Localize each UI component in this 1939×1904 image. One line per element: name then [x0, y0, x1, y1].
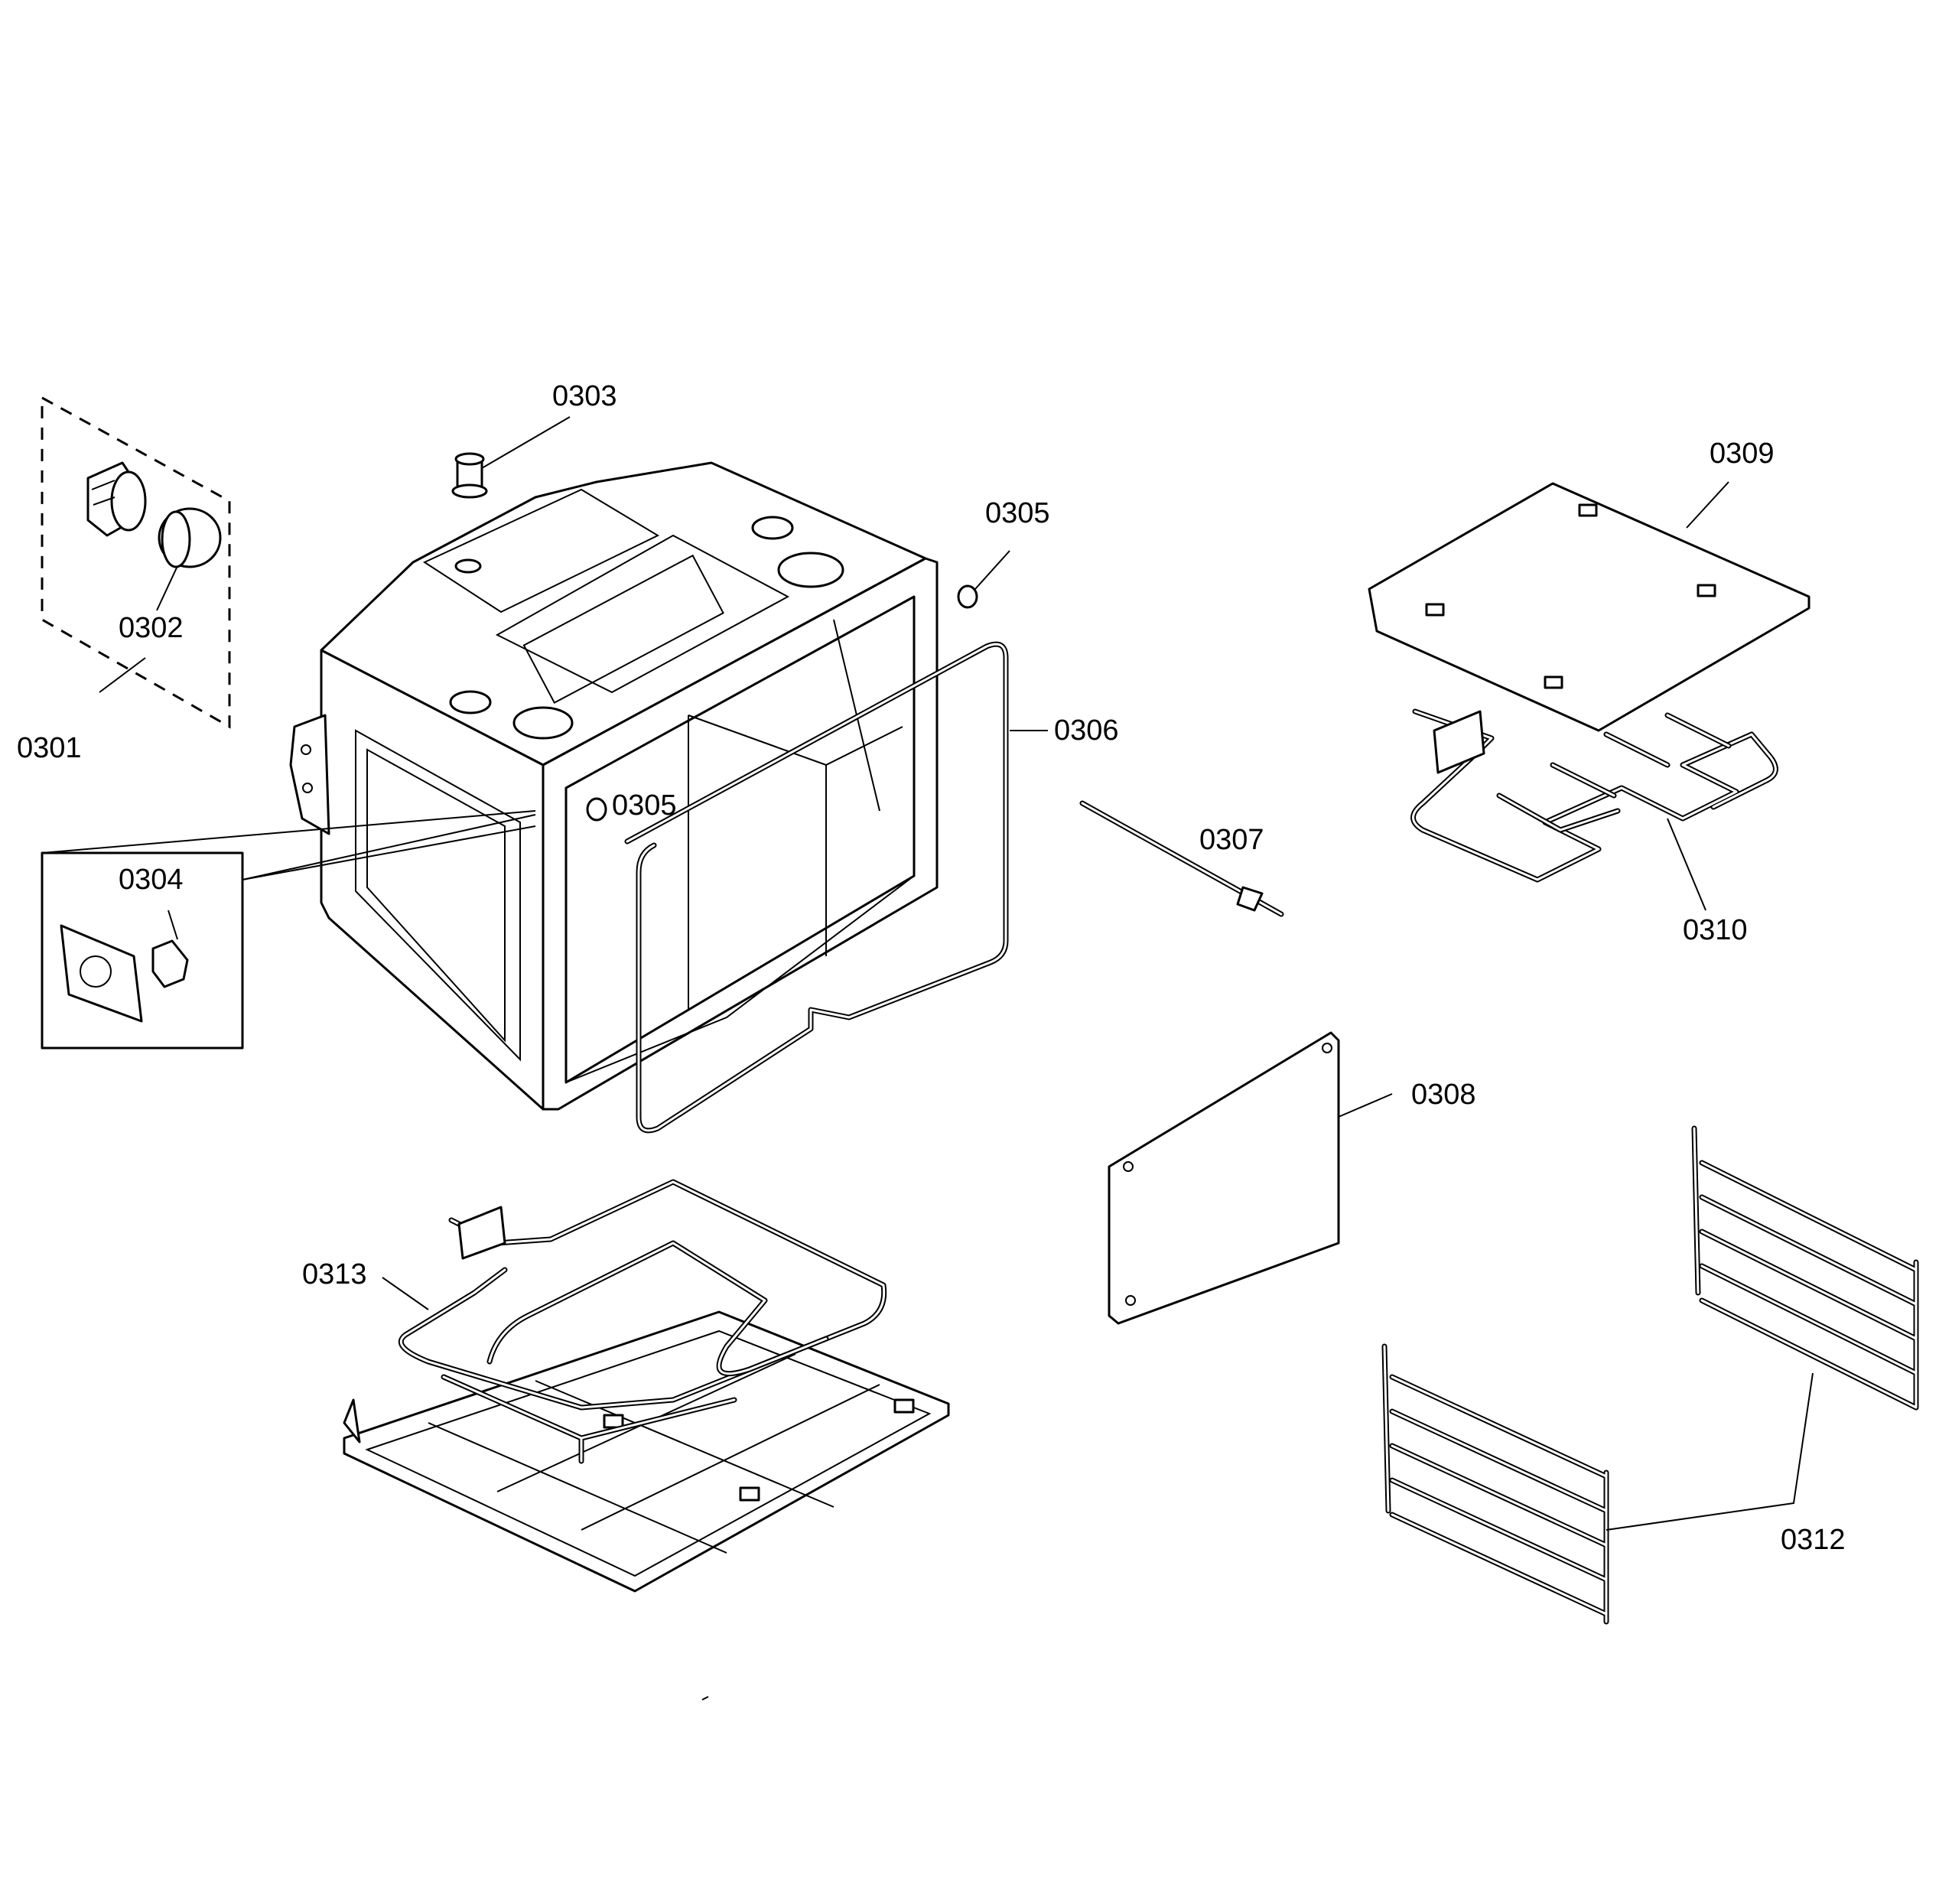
rack-right — [1691, 1125, 1919, 1411]
part-0305-bumper-front — [586, 797, 607, 822]
part-0301-lamp-assembly — [41, 395, 231, 729]
label-0306: 0306 — [1054, 714, 1119, 747]
label-0308: 0308 — [1411, 1079, 1476, 1111]
label-0307: 0307 — [1199, 824, 1264, 856]
label-0303: 0303 — [552, 380, 617, 412]
part-0309-cover-plate — [1368, 481, 1810, 732]
label-0302: 0302 — [119, 612, 184, 644]
label-0301: 0301 — [17, 732, 82, 764]
label-0310: 0310 — [1683, 914, 1748, 946]
part-0304-detail-inset — [41, 810, 536, 1050]
lamp-socket-icon — [86, 461, 147, 537]
part-0302-lamp-cover — [158, 507, 222, 568]
part-0303-sensor — [451, 452, 488, 574]
leader-0313 — [382, 1277, 429, 1310]
label-0309: 0309 — [1710, 438, 1775, 470]
leader-0312 — [1606, 1372, 1814, 1531]
part-0306-door-gasket — [624, 641, 1048, 1134]
rack-left — [1381, 1343, 1609, 1625]
label-0304: 0304 — [119, 864, 184, 896]
leader-0301 — [99, 657, 146, 693]
part-0310-grill-element — [1410, 708, 1778, 911]
leader-0303 — [481, 416, 571, 469]
part-0313-bottom-element — [343, 1179, 950, 1593]
label-0313: 0313 — [302, 1258, 367, 1290]
part-0307-probe — [1079, 800, 1284, 917]
leader-0309 — [1686, 481, 1729, 529]
label-0305-front: 0305 — [612, 789, 677, 822]
label-0312: 0312 — [1781, 1524, 1846, 1556]
leader-0302 — [156, 565, 178, 611]
label-0305-top: 0305 — [985, 497, 1050, 529]
part-0308-back-panel — [1108, 1031, 1393, 1325]
leader-0304 — [168, 910, 178, 940]
stray-mark — [701, 1696, 709, 1701]
leader-0308 — [1338, 1093, 1393, 1118]
leader-0305-top — [974, 550, 1010, 590]
part-0305-bumper-top — [957, 584, 978, 609]
oven-cavity — [289, 416, 1010, 1111]
part-0312-shelf-supports — [1381, 1125, 1919, 1625]
leader-0310 — [1667, 818, 1706, 911]
